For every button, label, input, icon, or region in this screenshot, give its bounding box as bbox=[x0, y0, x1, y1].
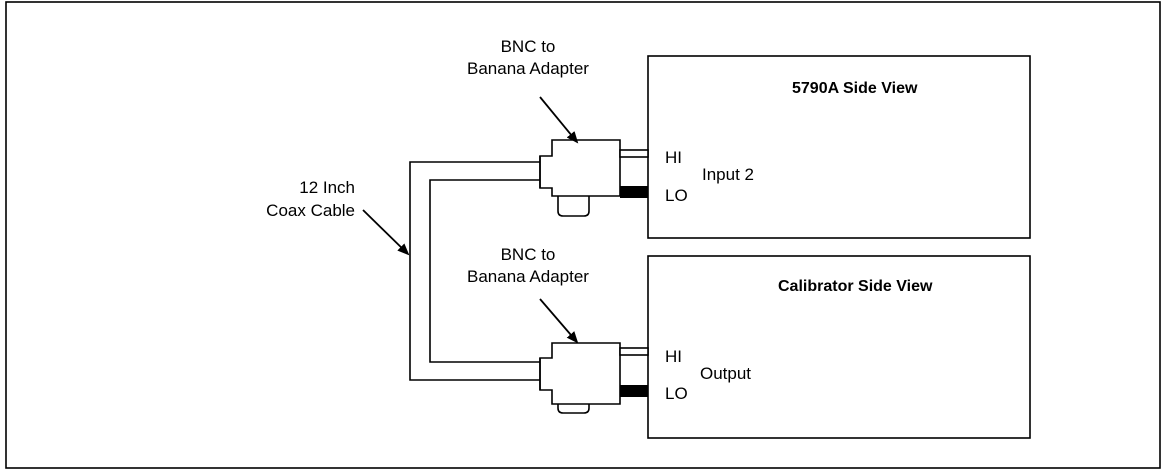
bottom-port-label: Output bbox=[700, 364, 751, 383]
instrument-calibrator-title: Calibrator Side View bbox=[778, 278, 933, 295]
arrow-to-adapter-bottom bbox=[539, 298, 579, 344]
arrow-to-adapter-top bbox=[539, 96, 579, 144]
coax-cable-inner bbox=[429, 179, 540, 363]
bottom-hi-label: HI bbox=[665, 347, 682, 366]
top-lo-label: LO bbox=[665, 186, 688, 205]
bnc-banana-adapter-bottom bbox=[539, 342, 649, 414]
bnc-banana-adapter-top bbox=[539, 139, 649, 217]
instrument-5790a-box bbox=[647, 55, 1031, 239]
top-port-label: Input 2 bbox=[702, 165, 754, 184]
cable-label-line2: Coax Cable bbox=[266, 201, 355, 220]
instrument-5790a-title: 5790A Side View bbox=[792, 80, 918, 97]
cable-label-line1: 12 Inch bbox=[299, 178, 355, 197]
adapter-bottom-lo-pin bbox=[620, 385, 648, 397]
adapter-bottom-hi-pin bbox=[619, 347, 649, 356]
adapter-top-hi-pin bbox=[619, 149, 649, 158]
adapter-top-label-line2: Banana Adapter bbox=[467, 59, 589, 78]
coax-cable-outer bbox=[409, 161, 540, 381]
adapter-bottom-label-line1: BNC to bbox=[501, 245, 556, 264]
adapter-top-label-line1: BNC to bbox=[501, 37, 556, 56]
adapter-top-lo-pin bbox=[620, 186, 648, 198]
figure-border bbox=[5, 1, 1161, 469]
top-hi-label: HI bbox=[665, 148, 682, 167]
adapter-bottom-label-line2: Banana Adapter bbox=[467, 267, 589, 286]
bottom-lo-label: LO bbox=[665, 384, 688, 403]
instrument-calibrator-box bbox=[647, 255, 1031, 439]
arrow-to-cable bbox=[362, 209, 410, 256]
